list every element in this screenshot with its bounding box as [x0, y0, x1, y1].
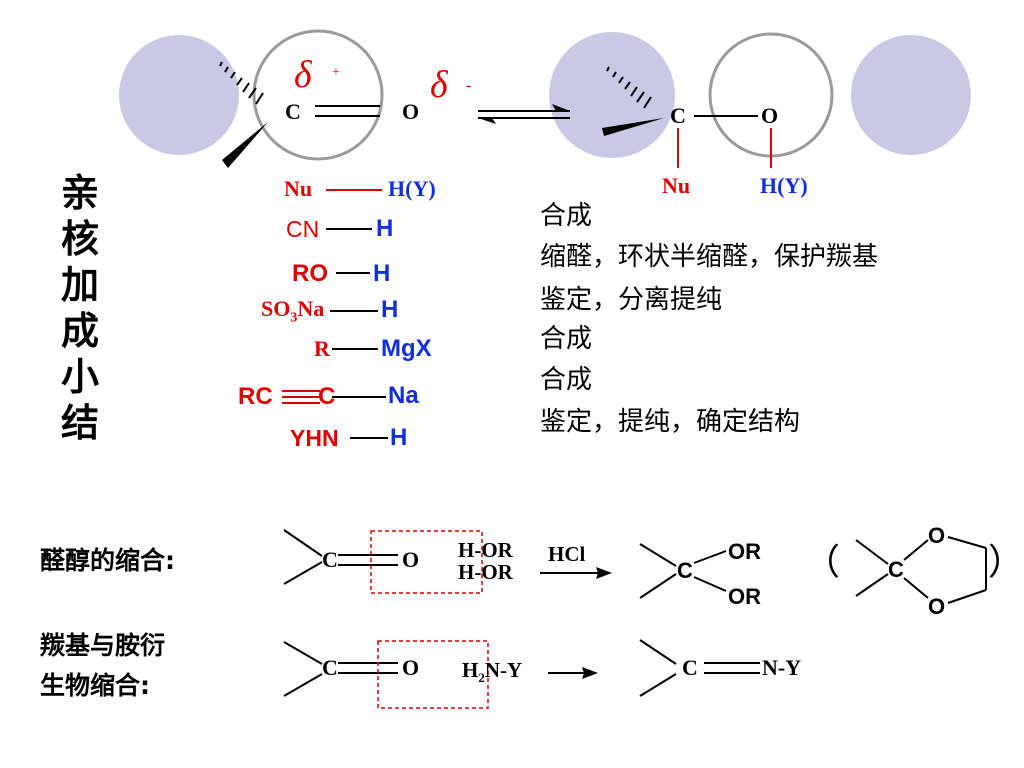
- orbital-circle-right-1: [549, 32, 675, 158]
- amine-product-carbon: C: [682, 655, 698, 680]
- reagent-so3na-sub: 3: [290, 310, 298, 326]
- amine-highlight-box: [377, 640, 489, 709]
- adduct-hy-label: H(Y): [760, 173, 808, 198]
- reagent-nu: Nu: [284, 176, 313, 201]
- acetal-product-carbon: C: [677, 558, 693, 583]
- cyclic-acetal-bonds: [855, 536, 987, 604]
- paren-close: ）: [988, 542, 1024, 583]
- acetal-reactant-bonds: [283, 529, 398, 585]
- acetal-arrow: [540, 567, 612, 579]
- hashed-bond-left: [219, 61, 264, 105]
- equilibrium-arrow: [478, 104, 570, 124]
- adduct-oxygen-label: O: [761, 103, 779, 128]
- acetal-product-bonds: [639, 543, 727, 599]
- adduct-nu-label: Nu: [662, 173, 691, 198]
- reagent-so3na-tail: Na: [297, 296, 325, 321]
- use-item-4: 合成: [540, 324, 593, 354]
- reagent-mgx: MgX: [381, 335, 432, 362]
- summary-title: 亲核加成小结: [60, 171, 99, 445]
- use-item-3: 鉴定，分离提纯: [540, 285, 723, 315]
- reagent-so3na-main: SO: [261, 296, 291, 321]
- wedge-bond-left: [222, 122, 268, 168]
- reagent-so3na-h: H: [381, 296, 399, 323]
- acetal-hor-1: H-OR: [458, 538, 513, 562]
- orbital-circle-left: [119, 35, 239, 155]
- amine-reagent: H2N-Y: [462, 658, 523, 686]
- acetal-label: 醛醇的缩合:: [40, 546, 175, 575]
- acetal-product-or-2: OR: [728, 584, 761, 609]
- reagent-rc: RC: [238, 383, 273, 410]
- amine-oxygen: O: [402, 655, 420, 680]
- acetal-hor-2: H-OR: [458, 560, 513, 584]
- reagent-bonds: [282, 189, 388, 439]
- amine-reagent-tail: N-Y: [484, 658, 523, 682]
- use-item-1: 合成: [540, 201, 593, 231]
- use-item-6: 鉴定，提纯，确定结构: [540, 407, 801, 437]
- delta-plus-sign: +: [332, 65, 340, 80]
- reagent-cn: CN: [286, 216, 320, 242]
- amine-label-line-2: 生物缩合:: [40, 671, 150, 700]
- delta-minus-symbol: δ: [430, 64, 448, 106]
- orbital-circle-carbon: [252, 29, 384, 161]
- cyclic-oxygen-1: O: [928, 523, 946, 548]
- reagent-yhn-h: H: [390, 424, 408, 451]
- delta-plus-symbol: δ: [294, 54, 312, 96]
- reagent-yhn: YHN: [290, 425, 339, 451]
- cyclic-oxygen-2: O: [928, 594, 946, 619]
- hashed-bond-right: [606, 66, 652, 109]
- reagent-cn-h: H: [376, 215, 394, 242]
- reagent-na: Na: [388, 382, 419, 409]
- amine-reagent-sub: 2: [478, 670, 485, 686]
- amine-arrow: [548, 667, 598, 679]
- amine-product-bonds: [639, 639, 760, 697]
- acetal-product-or-1: OR: [728, 539, 761, 564]
- amine-reagent-h: H: [462, 658, 479, 682]
- carbonyl-carbon-label: C: [285, 99, 301, 124]
- cyclic-carbon: C: [888, 557, 904, 582]
- delta-minus-sign: -: [466, 77, 472, 94]
- amine-reactant-bonds: [283, 641, 398, 697]
- acetal-carbon: C: [322, 547, 338, 572]
- amine-product-ny: N-Y: [762, 655, 802, 680]
- amine-carbon: C: [322, 655, 338, 680]
- use-item-2: 缩醛，环状半缩醛，保护羰基: [540, 242, 879, 272]
- reagent-so3na: SO3Na: [261, 298, 324, 325]
- carbonyl-oxygen-label: O: [402, 99, 420, 124]
- orbital-circle-right-2: [851, 35, 971, 155]
- reagent-hy: H(Y): [388, 176, 436, 201]
- reagent-ro-h: H: [373, 260, 391, 287]
- use-item-5: 合成: [540, 365, 593, 395]
- reagent-r: R: [314, 336, 330, 361]
- adduct-carbon-label: C: [670, 103, 686, 128]
- acetal-highlight-box: [370, 530, 483, 594]
- wedge-bond-right: [602, 118, 664, 136]
- reagent-c: C: [318, 383, 336, 410]
- amine-label-line-1: 羰基与胺衍: [40, 631, 166, 660]
- paren-open: （: [804, 542, 841, 583]
- reagent-ro: RO: [292, 260, 328, 287]
- acetal-oxygen: O: [402, 547, 420, 572]
- acetal-catalyst: HCl: [548, 542, 586, 566]
